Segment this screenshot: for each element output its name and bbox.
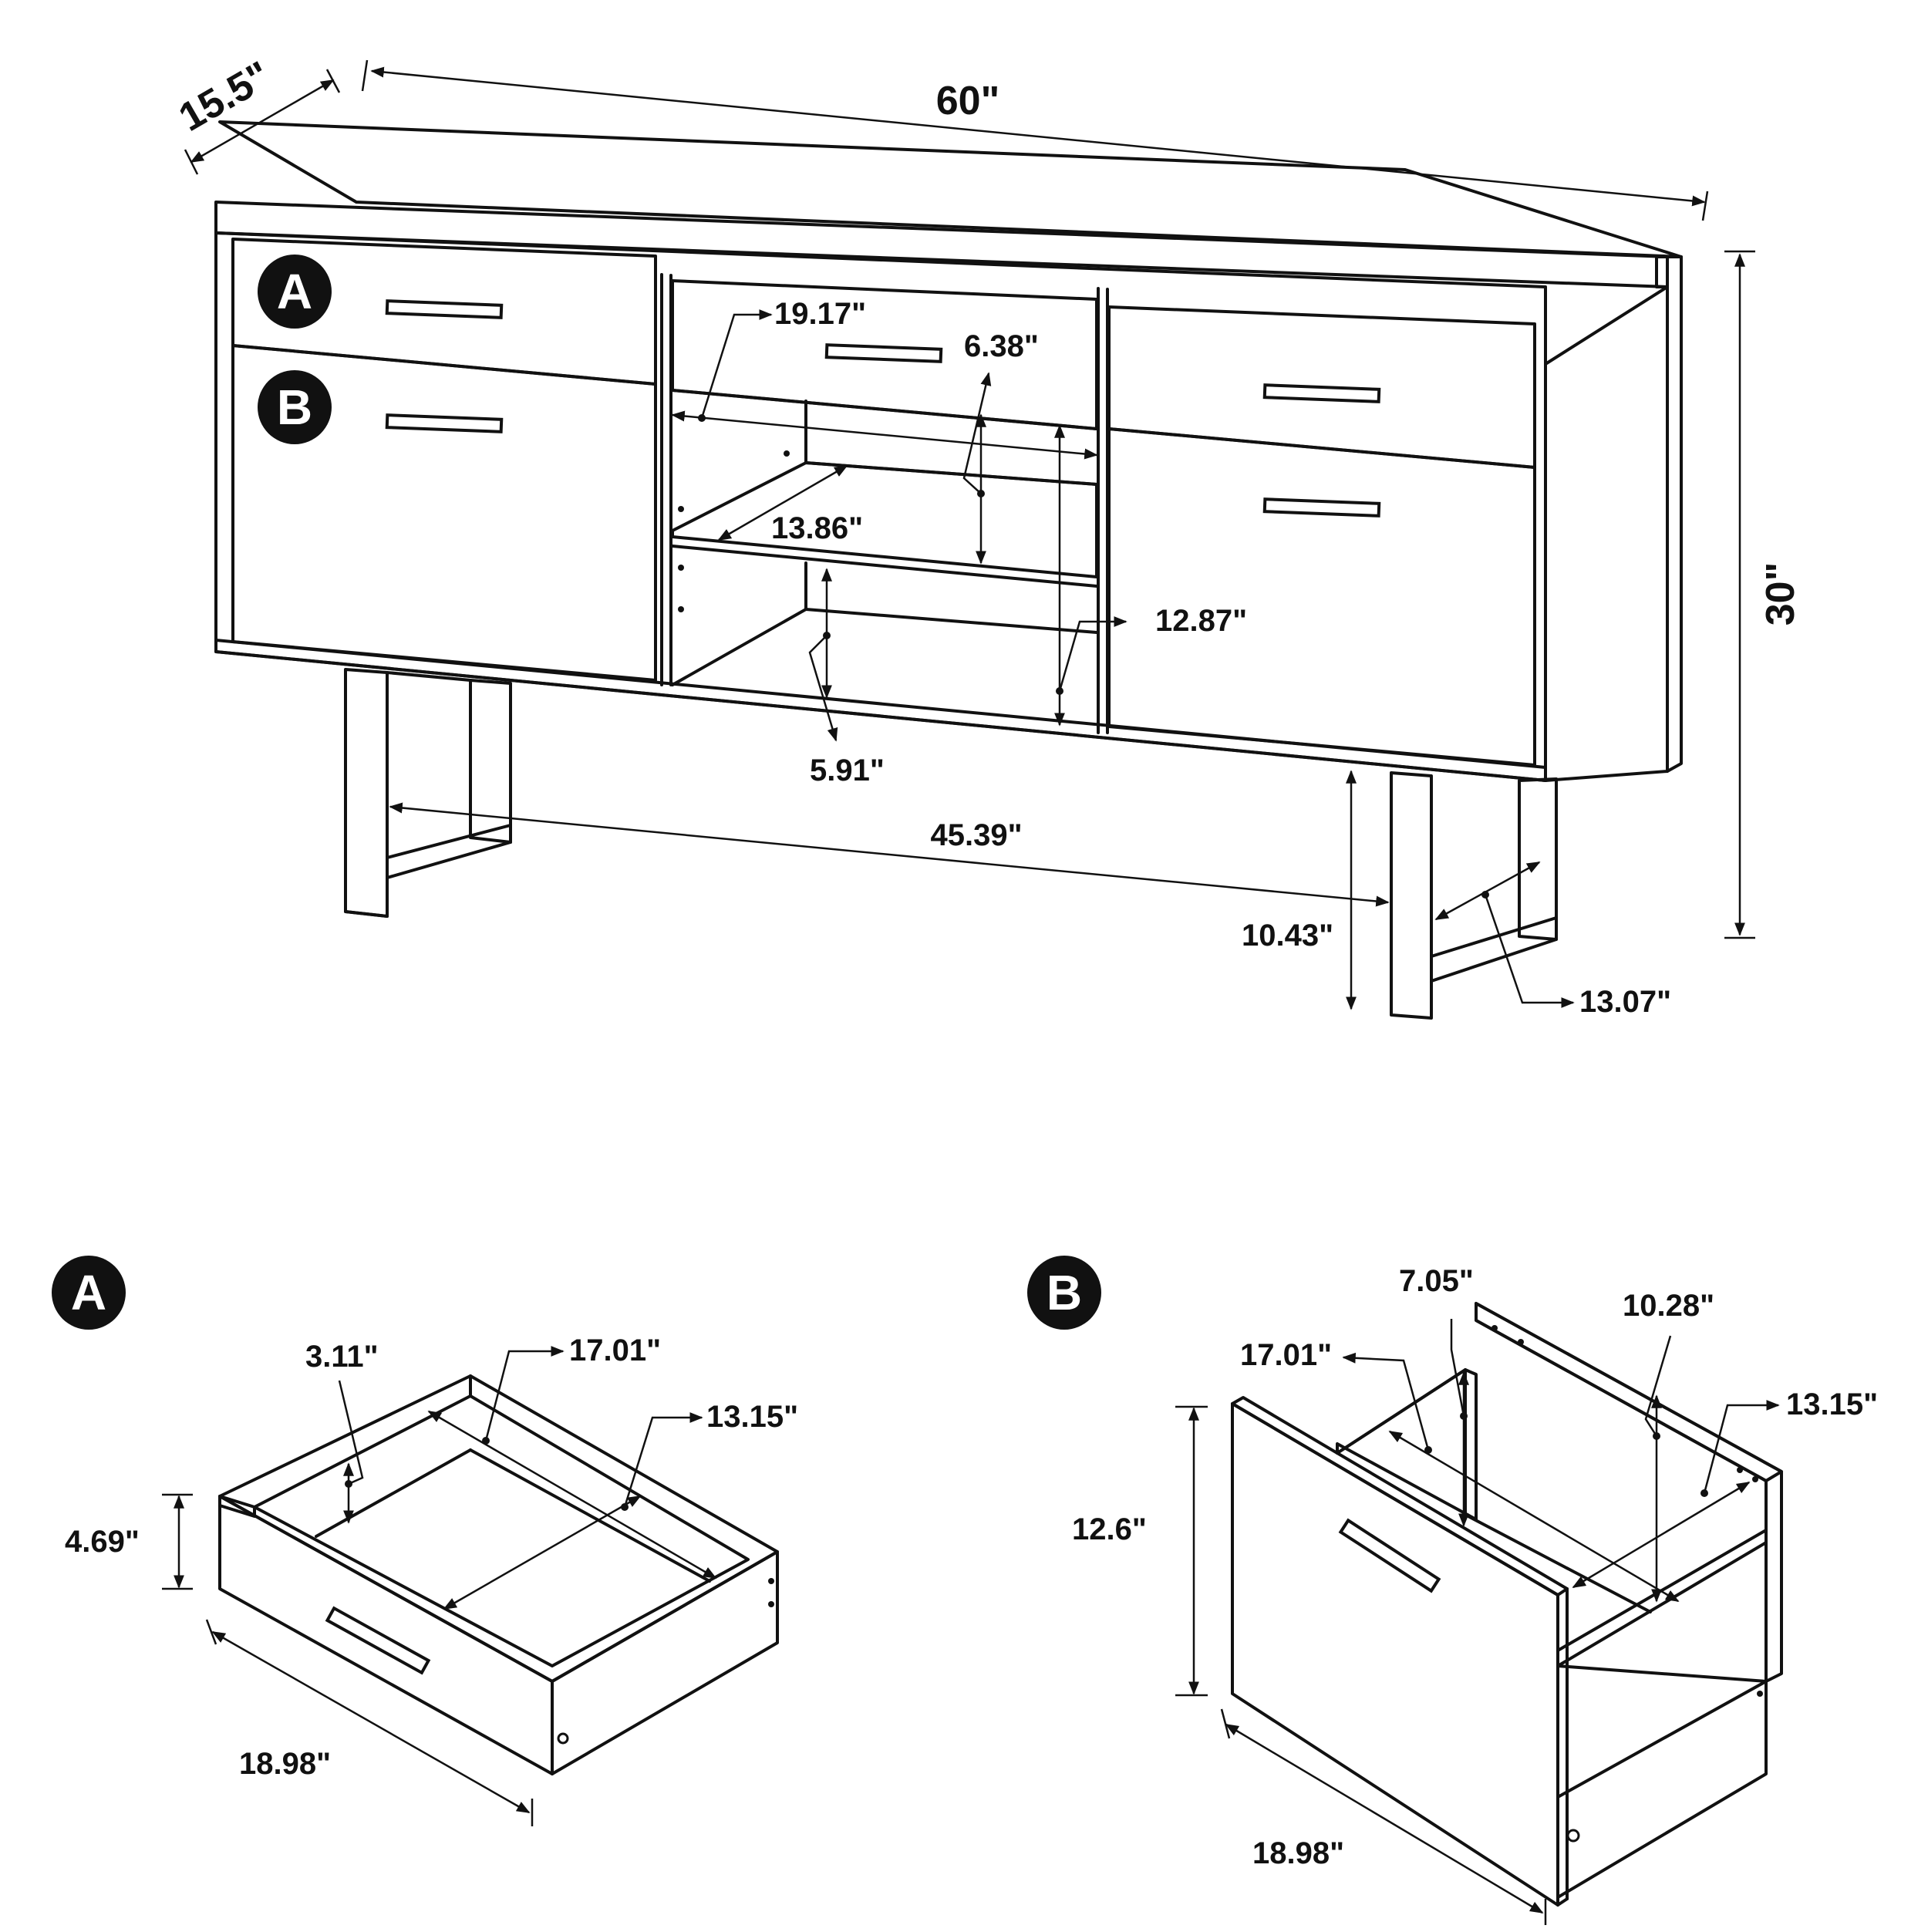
- right-file-drawer: [1107, 427, 1536, 767]
- dim-shelf-width: 19.17": [671, 297, 1098, 460]
- dim-open-height: 12.87": [1054, 424, 1247, 727]
- svg-text:10.28": 10.28": [1623, 1289, 1714, 1323]
- dim-shelf-spacing-lower: 5.91": [808, 568, 885, 787]
- console-main-view: A B 60" 15.5" 30": [171, 53, 1803, 1020]
- right-drawer-handle: [1262, 383, 1381, 403]
- console-side-panel: [1666, 255, 1683, 773]
- dim-depth-15-5: 15.5": [171, 53, 341, 175]
- center-drawer-handle: [824, 343, 943, 363]
- right-file-drawer-handle: [1262, 497, 1381, 518]
- dim-leg-span: 45.39": [389, 802, 1390, 907]
- badge-a-console: A: [258, 255, 332, 329]
- svg-text:A: A: [277, 264, 312, 319]
- dim-b-inner-width: 13.15": [1572, 1387, 1878, 1589]
- dim-a-front-height: 4.69": [65, 1493, 193, 1590]
- svg-text:3.11": 3.11": [305, 1340, 379, 1374]
- svg-text:7.05": 7.05": [1399, 1264, 1474, 1298]
- svg-text:19.17": 19.17": [774, 297, 866, 331]
- svg-text:A: A: [71, 1265, 106, 1320]
- dim-b-inner-height: 7.05": [1399, 1264, 1474, 1527]
- right-leg: [1390, 771, 1558, 1020]
- svg-text:45.39": 45.39": [930, 818, 1022, 852]
- svg-text:5.91": 5.91": [810, 754, 885, 787]
- drawer-b-detail-handle: [1338, 1518, 1441, 1593]
- dim-leg-depth: 13.07": [1434, 861, 1671, 1019]
- svg-text:17.01": 17.01": [569, 1334, 661, 1367]
- drawer-a-detail: A 3.11" 17.01" 13.1: [52, 1256, 798, 1826]
- svg-text:12.6": 12.6": [1072, 1512, 1147, 1546]
- dim-shelf-spacing-upper: 6.38": [962, 329, 1039, 565]
- drawer-a-handle: [385, 299, 504, 319]
- svg-text:60": 60": [936, 79, 1000, 123]
- svg-text:17.01": 17.01": [1240, 1338, 1332, 1372]
- badge-a-detail: A: [52, 1256, 126, 1330]
- dim-a-inner-depth: 17.01": [427, 1334, 717, 1580]
- svg-text:30": 30": [1758, 562, 1803, 626]
- svg-text:15.5": 15.5": [171, 53, 278, 140]
- svg-text:6.38": 6.38": [964, 329, 1039, 363]
- dim-b-front-width: 18.98": [1220, 1708, 1547, 1925]
- badge-b-detail: B: [1027, 1256, 1101, 1330]
- svg-text:18.98": 18.98": [239, 1747, 331, 1781]
- dim-b-front-height: 12.6": [1072, 1405, 1208, 1697]
- dim-height-30: 30": [1724, 250, 1803, 939]
- dim-a-inner-width: 13.15": [443, 1400, 798, 1610]
- svg-text:13.15": 13.15": [706, 1400, 798, 1434]
- svg-text:B: B: [1047, 1265, 1082, 1320]
- svg-text:18.98": 18.98": [1252, 1836, 1344, 1870]
- drawer-b-detail: B 7.05": [1027, 1256, 1878, 1925]
- svg-text:10.43": 10.43": [1242, 919, 1333, 953]
- dim-clearance: 10.43": [1242, 770, 1357, 1010]
- dim-shelf-depth: 13.86": [717, 464, 863, 545]
- badge-b-console: B: [258, 370, 332, 444]
- svg-text:4.69": 4.69": [65, 1525, 140, 1559]
- svg-text:13.15": 13.15": [1786, 1387, 1878, 1421]
- left-leg: [344, 668, 512, 918]
- drawer-a-detail-handle: [325, 1606, 431, 1675]
- dim-b-inner-depth: 17.01": [1240, 1338, 1680, 1603]
- svg-text:B: B: [277, 379, 312, 435]
- drawer-b-handle: [385, 413, 504, 433]
- dim-a-front-width: 18.98": [205, 1619, 534, 1826]
- dim-a-inner-height: 3.11": [305, 1340, 379, 1524]
- dim-width-60: 60": [361, 59, 1709, 221]
- right-drawer: [1107, 305, 1536, 469]
- svg-text:12.87": 12.87": [1155, 604, 1247, 638]
- svg-text:13.07": 13.07": [1579, 985, 1671, 1019]
- svg-text:13.86": 13.86": [771, 511, 863, 545]
- adjustable-shelf: [671, 461, 1098, 578]
- left-file-drawer-b: [231, 344, 657, 682]
